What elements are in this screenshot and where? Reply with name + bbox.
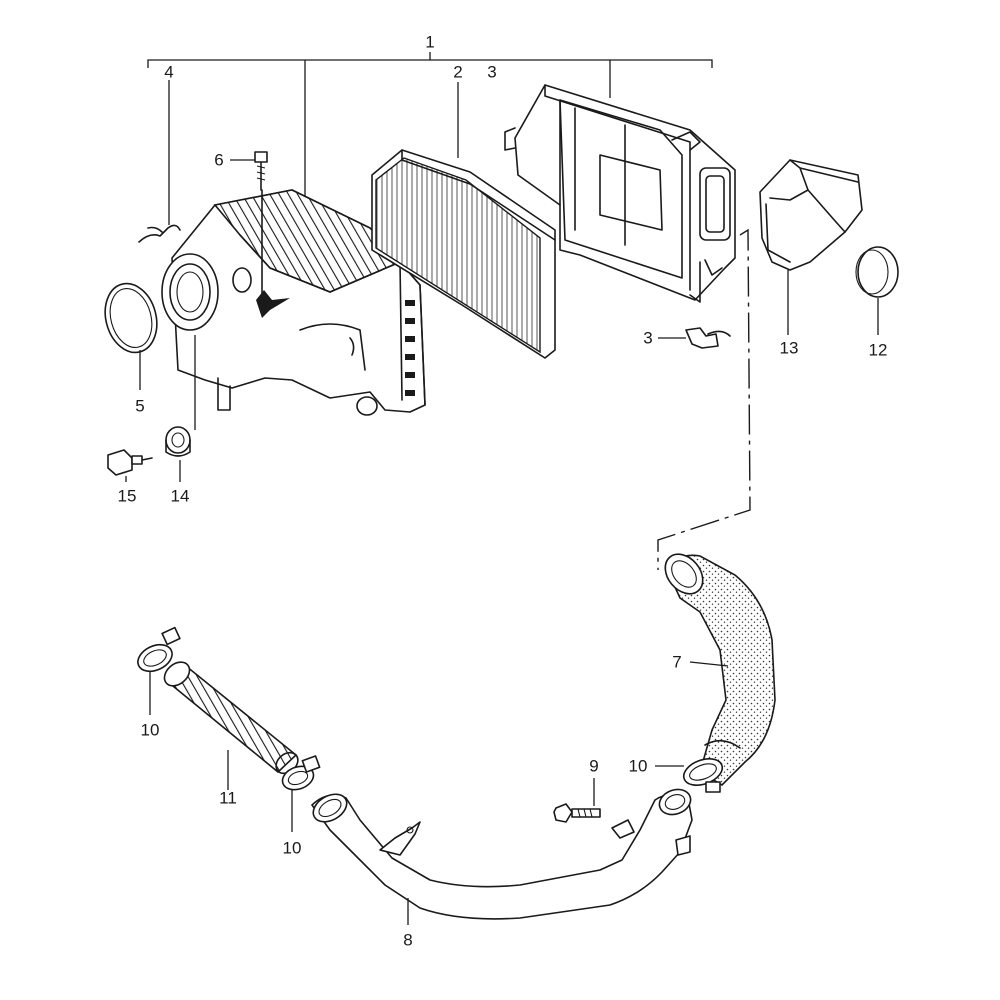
callout-numbers: 1 2 3 4 5 6 3 13 12 14 15 7 10 11 10 9 1…: [118, 33, 888, 950]
screw-part-6: [230, 151, 268, 191]
hose-clamp-part-10-middle: [281, 755, 321, 832]
callout-3-top: 3: [487, 63, 496, 82]
hose-part-7: [664, 553, 776, 787]
callout-7: 7: [672, 653, 681, 672]
callout-9: 9: [589, 757, 598, 776]
callout-6: 6: [214, 151, 223, 170]
callout-1: 1: [425, 33, 434, 52]
clip-part-4: [138, 224, 181, 243]
callout-15: 15: [118, 487, 137, 506]
cap-part-12: [855, 246, 899, 335]
housing-side-slots: [405, 300, 415, 396]
connection-lines: [657, 228, 751, 570]
callout-11: 11: [219, 789, 237, 808]
callout-12: 12: [869, 341, 888, 360]
callout-10-middle: 10: [283, 839, 302, 858]
callout-14: 14: [171, 487, 190, 506]
filter-housing-lower: [161, 189, 426, 430]
pipe-part-8: [311, 788, 693, 925]
filter-housing-upper: [504, 84, 736, 303]
assembly-bracket: [147, 52, 713, 225]
callout-4: 4: [164, 63, 173, 82]
clip-part-3: [658, 327, 731, 349]
sensor-part-15: [107, 449, 153, 482]
hose-clamp-part-10-left: [137, 626, 181, 715]
callout-13: 13: [780, 339, 799, 358]
callout-10-left: 10: [141, 721, 160, 740]
flex-hose-part-11: [163, 661, 299, 790]
filter-element-part-2: [371, 82, 556, 359]
callout-2: 2: [453, 63, 462, 82]
callout-10-right: 10: [629, 757, 648, 776]
intake-duct-part-13: [759, 159, 863, 335]
callout-5: 5: [135, 397, 144, 416]
callout-3-clip: 3: [643, 329, 652, 348]
hose-clamp-part-10-right: [655, 758, 724, 793]
callout-8: 8: [403, 931, 412, 950]
bolt-part-9: [553, 778, 601, 823]
grommet-part-14: [165, 426, 191, 482]
o-ring-part-5: [104, 282, 158, 390]
